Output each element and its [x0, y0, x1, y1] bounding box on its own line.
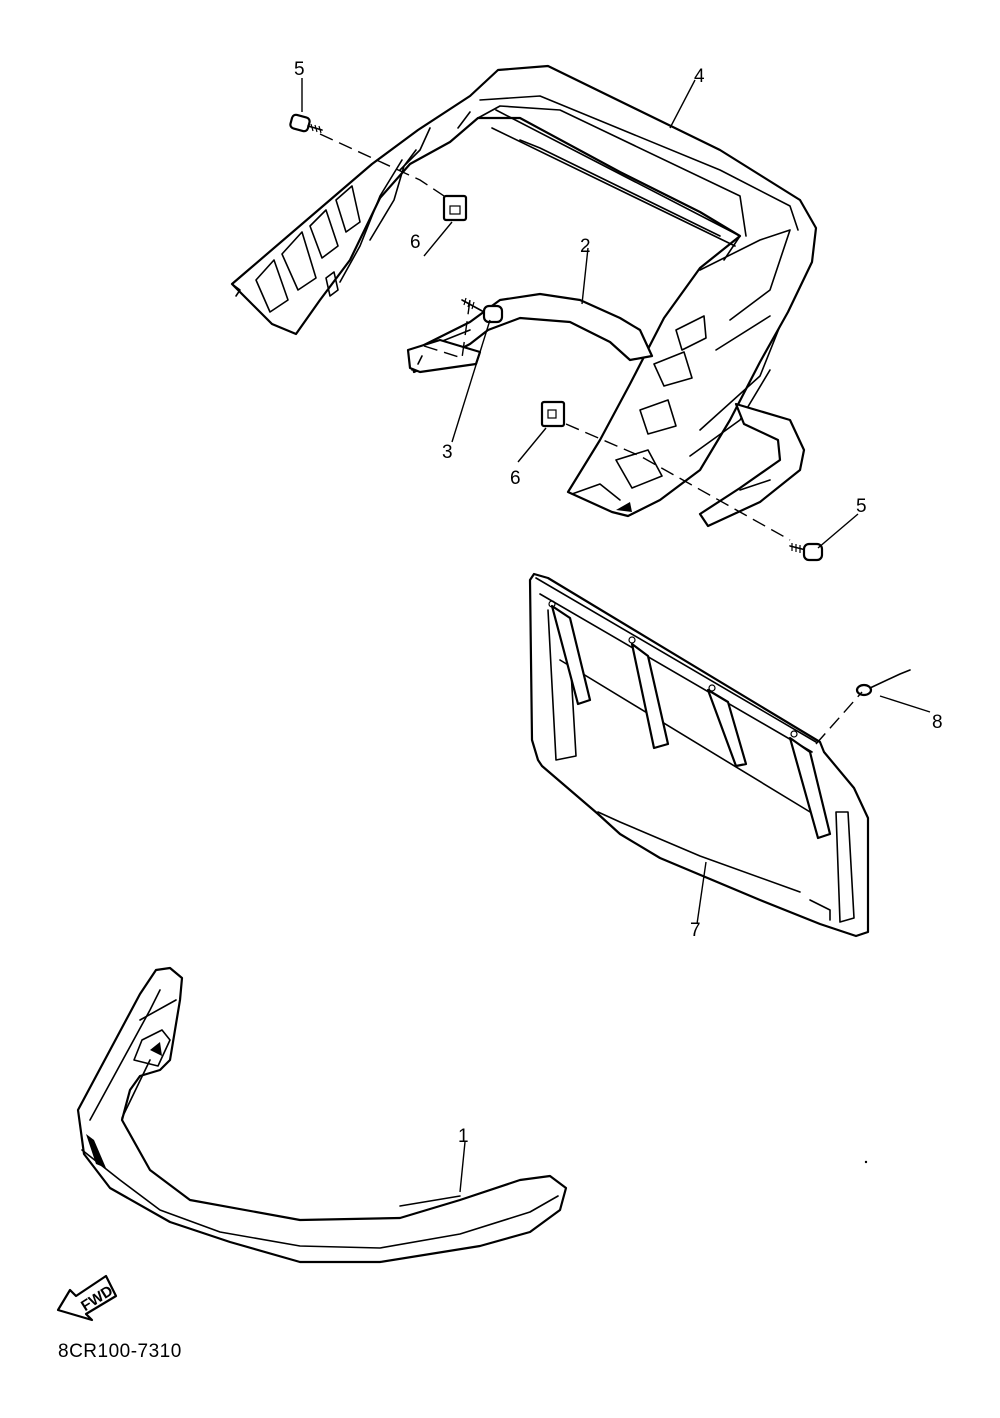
- front-guard: [76, 966, 568, 1264]
- bolt-3: [461, 297, 504, 324]
- bolt-5-top: [289, 113, 323, 134]
- assembly-lines: [319, 133, 863, 745]
- callout-8: 8: [932, 712, 943, 733]
- mud-flap: [528, 572, 870, 938]
- callout-6-top: 6: [410, 232, 421, 253]
- forward-arrow-icon: FWD: [56, 1274, 118, 1322]
- callout-labels: 5 4 2 6 3 6 5 8 7 1: [294, 59, 943, 1147]
- rivet-8: [855, 669, 911, 697]
- callout-5-bottom: 5: [856, 496, 867, 517]
- clip-6-top: [442, 194, 468, 222]
- stray-dot: [864, 1160, 868, 1164]
- callout-5-top: 5: [294, 59, 305, 80]
- rear-carrier-frame: [230, 64, 818, 518]
- callout-3: 3: [442, 442, 453, 463]
- leader-lines: [301, 78, 931, 1193]
- bolt-5-bottom: [789, 542, 824, 562]
- callout-7: 7: [690, 920, 701, 941]
- clip-6-mid: [540, 400, 566, 428]
- diagram-code: 8CR100-7310: [58, 1341, 182, 1362]
- callout-2: 2: [580, 236, 591, 257]
- callout-1: 1: [458, 1126, 469, 1147]
- callout-4: 4: [694, 66, 705, 87]
- callout-6-mid: 6: [510, 468, 521, 489]
